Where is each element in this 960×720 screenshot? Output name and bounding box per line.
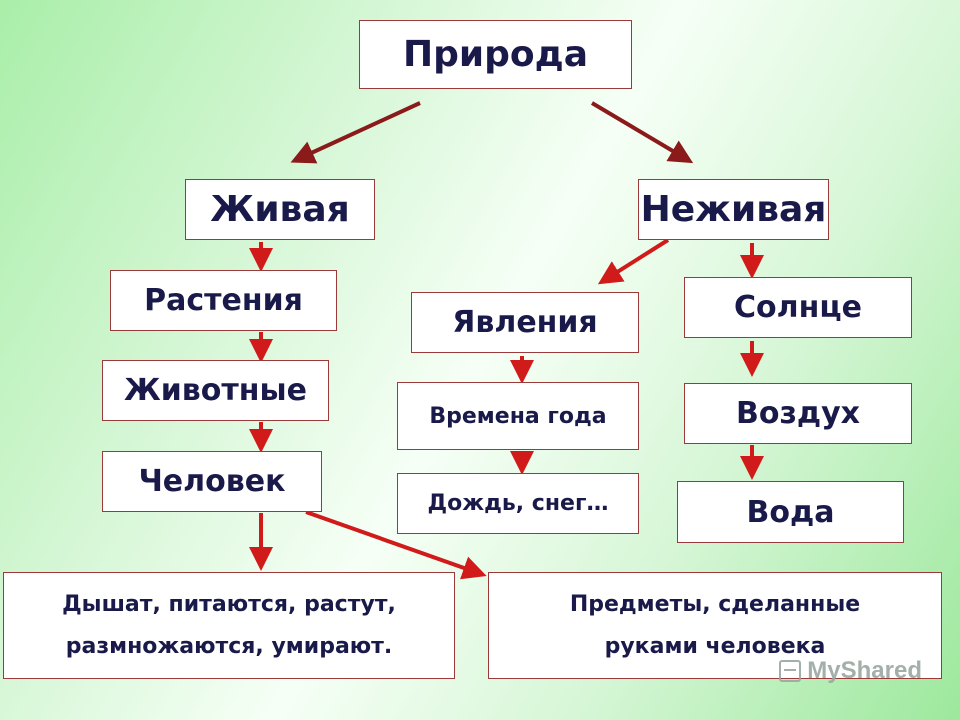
node-nature: Природа bbox=[359, 20, 632, 89]
node-human-label: Человек bbox=[138, 464, 286, 499]
node-human: Человек bbox=[102, 451, 322, 512]
node-nature-label: Природа bbox=[403, 34, 588, 75]
arrow-nonliving-phenomena bbox=[597, 238, 670, 285]
node-sun-label: Солнце bbox=[734, 290, 862, 325]
node-weather-label: Дождь, снег… bbox=[427, 491, 609, 516]
node-phenomena-label: Явления bbox=[452, 305, 598, 340]
node-man-made-objects-line2: руками человека bbox=[604, 633, 826, 659]
node-nonliving-label: Неживая bbox=[640, 189, 827, 230]
node-man-made-objects-line1: Предметы, сделанные bbox=[569, 591, 861, 617]
node-man-made-objects: Предметы, сделанные руками человека bbox=[488, 572, 942, 679]
node-sun: Солнце bbox=[684, 277, 912, 338]
node-living-label: Живая bbox=[210, 189, 350, 230]
node-living: Живая bbox=[185, 179, 375, 240]
node-life-traits-line2: размножаются, умирают. bbox=[65, 633, 393, 659]
node-water: Вода bbox=[677, 481, 904, 543]
node-air: Воздух bbox=[684, 383, 912, 444]
node-life-traits: Дышат, питаются, растут, размножаются, у… bbox=[3, 572, 455, 679]
watermark: MyShared bbox=[779, 657, 922, 685]
node-seasons-label: Времена года bbox=[429, 403, 607, 429]
node-plants: Растения bbox=[110, 270, 337, 331]
node-life-traits-line1: Дышат, питаются, растут, bbox=[62, 591, 396, 617]
node-plants-label: Растения bbox=[144, 283, 303, 318]
node-air-label: Воздух bbox=[735, 396, 861, 431]
node-animals-label: Животные bbox=[124, 373, 307, 408]
node-nonliving: Неживая bbox=[638, 179, 829, 240]
node-weather: Дождь, снег… bbox=[397, 473, 639, 534]
node-phenomena: Явления bbox=[411, 292, 639, 353]
node-water-label: Вода bbox=[746, 494, 835, 530]
arrow-root-living bbox=[290, 101, 421, 164]
arrow-root-nonliving bbox=[590, 101, 694, 164]
myshared-logo-icon bbox=[779, 660, 802, 682]
node-animals: Животные bbox=[102, 360, 329, 421]
watermark-text: MyShared bbox=[807, 657, 922, 684]
node-seasons: Времена года bbox=[397, 382, 639, 450]
arrow-human-objects bbox=[305, 510, 487, 580]
